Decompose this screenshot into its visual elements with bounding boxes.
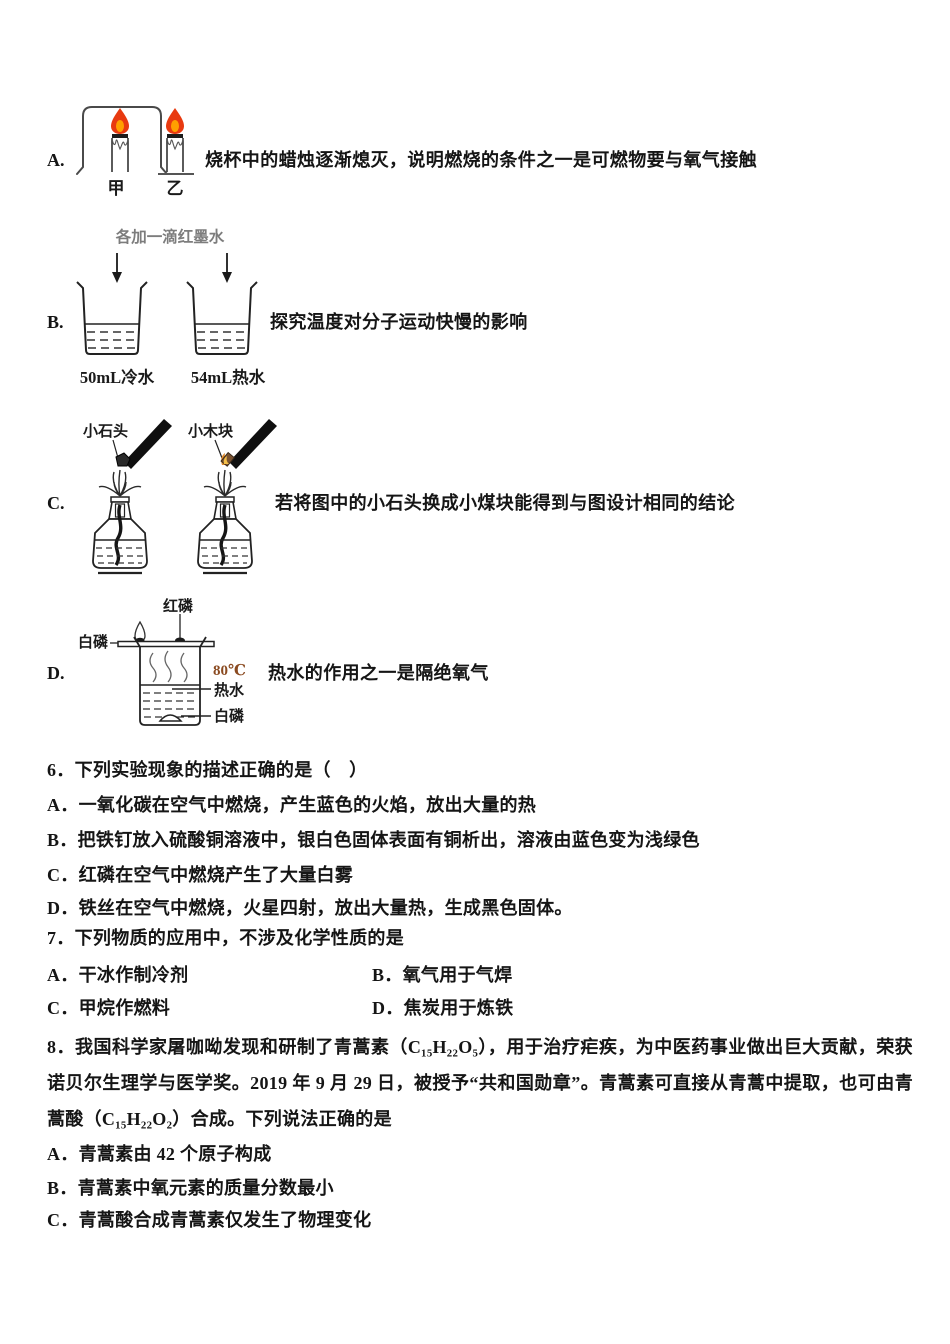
- wax-drips: [111, 137, 129, 151]
- question-6-option-d: D．铁丝在空气中燃烧，火星四射，放出大量热，生成黑色固体。: [47, 898, 573, 918]
- option-a-description: 烧杯中的蜡烛逐渐熄灭，说明燃烧的条件之一是可燃物要与氧气接触: [205, 150, 757, 170]
- water-dashes: [87, 331, 138, 349]
- beaker-outline: [76, 281, 148, 355]
- question-8-option-b: B．青蒿素中氧元素的质量分数最小: [47, 1178, 334, 1198]
- beaker-diffusion-diagram: 各加一滴红墨水 50mL冷水 54mL热水: [76, 227, 266, 387]
- option-c-letter: C.: [47, 493, 65, 513]
- temperature-label: 80℃: [213, 663, 246, 679]
- option-a-letter: A.: [47, 150, 65, 170]
- red-ink-note: 各加一滴红墨水: [115, 227, 225, 246]
- candle-top-band: [112, 134, 128, 138]
- question-6-stem: 6．下列实验现象的描述正确的是（ ）: [47, 760, 368, 780]
- stone-label: 小石头: [83, 423, 128, 440]
- option-b-description: 探究温度对分子运动快慢的影响: [270, 312, 528, 332]
- candle-top-band: [167, 134, 183, 138]
- lamp-wick: [219, 504, 228, 566]
- lamp-wick: [114, 504, 123, 566]
- question-8-stem: 8．我国科学家屠咖呦发现和研制了青蒿素（C₁₅H₂₂O₅），用于治疗疟疾，为中医…: [47, 1037, 913, 1129]
- alcohol-dashes: [96, 547, 144, 564]
- hot-water-label: 热水: [214, 681, 245, 699]
- lamp-flame-lines: [203, 469, 247, 497]
- question-7-option-c: C．甲烷作燃料: [47, 998, 171, 1018]
- white-phosphorus-top-label: 白磷: [78, 633, 109, 651]
- wood-flame-core: [223, 456, 229, 464]
- option-c-description: 若将图中的小石头换成小煤块能得到与图设计相同的结论: [275, 493, 735, 513]
- wood-label: 小木块: [188, 422, 234, 440]
- beaker-outline: [186, 281, 258, 355]
- lamp-flame-lines: [98, 469, 142, 497]
- candle-jia: [111, 108, 129, 172]
- candle-body: [166, 138, 184, 172]
- cold-water-label: 50mL冷水: [80, 367, 155, 387]
- arrow-down-icon: [222, 253, 232, 283]
- white-phosphorus-bottom-label: 白磷: [214, 707, 245, 725]
- question-8-option-c: C．青蒿酸合成青蒿素仅发生了物理变化: [47, 1210, 372, 1230]
- cold-water-beaker: [76, 281, 148, 355]
- alcohol-lamp-diagram: 小石头 小木块: [83, 419, 277, 575]
- red-phosphorus-label: 红磷: [163, 597, 194, 615]
- question-7-option-a: A．干冰作制冷剂: [47, 965, 189, 985]
- lamp-with-stone: [92, 419, 172, 575]
- option-d-description: 热水的作用之一是隔绝氧气: [268, 663, 489, 683]
- question-7-option-b: B．氧气用于气焊: [372, 965, 513, 985]
- white-phosphorus-underwater: [158, 714, 183, 722]
- leader-line: [214, 439, 223, 459]
- phosphorus-combustion-diagram: 红磷 白磷 80℃ 热水 白磷: [78, 597, 246, 726]
- question-7-option-d: D．焦炭用于炼铁: [372, 998, 514, 1018]
- candle-yi: [166, 108, 184, 172]
- option-d-letter: D.: [47, 663, 65, 683]
- steam-lines: [149, 650, 188, 683]
- leader-line: [112, 439, 119, 459]
- hot-water-beaker: [186, 281, 258, 355]
- candle-experiment-diagram: 甲 乙: [76, 106, 194, 198]
- flame-core-icon: [116, 120, 124, 132]
- lamp-body: [92, 518, 148, 569]
- crucible-tongs-icon: [124, 419, 172, 469]
- lamp-body: [197, 518, 253, 569]
- option-b-letter: B.: [47, 312, 64, 332]
- lamp-with-wood: [197, 419, 277, 575]
- question-6-option-a: A．一氧化碳在空气中燃烧，产生蓝色的火焰，放出大量的热: [47, 795, 537, 815]
- question-6-option-c: C．红磷在空气中燃烧产生了大量白雾: [47, 865, 354, 885]
- crucible-tongs-icon: [229, 419, 277, 469]
- hot-water-label: 54mL热水: [191, 367, 266, 387]
- flame-core-icon: [171, 120, 179, 132]
- inverted-beaker-outline: [76, 106, 168, 175]
- water-dashes: [197, 331, 248, 349]
- question-8-option-a: A．青蒿素由 42 个原子构成: [47, 1144, 272, 1164]
- question-7-stem: 7．下列物质的应用中，不涉及化学性质的是: [47, 928, 404, 948]
- candle-body: [111, 138, 129, 172]
- small-stone: [115, 452, 131, 467]
- question-6-option-b: B．把铁钉放入硫酸铜溶液中，银白色固体表面有铜析出，溶液由蓝色变为浅绿色: [47, 830, 700, 850]
- arrow-down-icon: [112, 253, 122, 283]
- beaker-outline: [133, 636, 207, 726]
- water-dashes: [143, 692, 197, 718]
- label-jia: 甲: [108, 179, 125, 198]
- alcohol-dashes: [201, 547, 249, 564]
- cover-plate: [117, 640, 215, 648]
- wax-drips: [166, 137, 184, 151]
- label-yi: 乙: [167, 179, 184, 198]
